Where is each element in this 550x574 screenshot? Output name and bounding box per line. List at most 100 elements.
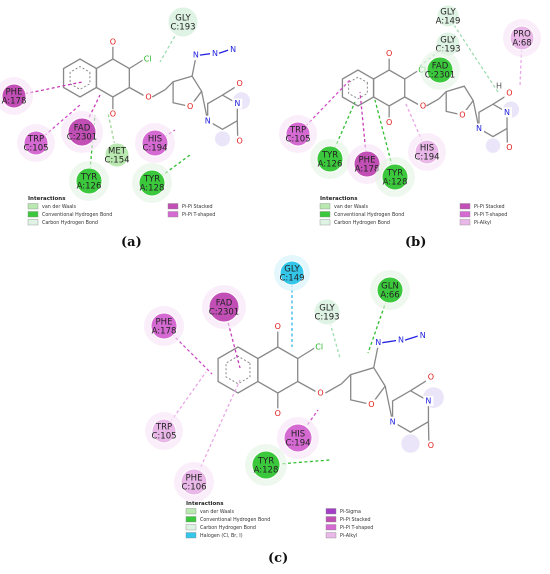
atom-label: Cl — [315, 343, 323, 352]
residue-chain: C:105 — [285, 135, 310, 145]
legend-title: Interactions — [320, 196, 358, 202]
sugar-ring — [351, 368, 386, 405]
residue-chain: A:128 — [383, 178, 408, 188]
ligand-bond — [152, 89, 165, 97]
residue-chain: A:178 — [2, 97, 27, 107]
atom-label: O — [145, 93, 151, 102]
solvent-glow — [486, 138, 500, 152]
legend-swatch-pi_alkyl — [460, 220, 470, 226]
atom-label: O — [386, 49, 392, 58]
ligand-bond — [342, 375, 351, 384]
residue-chain: C:194 — [142, 144, 167, 154]
atom-label: O — [317, 389, 323, 398]
atom-label: O — [428, 441, 434, 450]
residue-chain: A:66 — [380, 291, 399, 301]
legend-swatch-pi_pi_tshaped — [168, 212, 178, 218]
legend-label-halogen: Halogen (Cl, Br, I) — [200, 533, 243, 539]
residue-chain: C:193 — [314, 313, 339, 323]
ligand-bond — [298, 347, 316, 359]
residue-chain: C:194 — [285, 439, 310, 449]
atom-label: O — [237, 136, 243, 145]
legend-swatch-halogen — [186, 533, 196, 539]
atom-label: N — [234, 99, 240, 108]
legend-swatch-pi_pi_tshaped — [460, 212, 470, 218]
legend-swatch-vdw — [320, 204, 330, 210]
residue-chain: A:149 — [436, 17, 461, 27]
aromatic-ring-left — [218, 347, 258, 393]
legend-label-pi_alkyl: Pi-Alkyl — [474, 220, 491, 226]
atom-label: N — [398, 336, 404, 345]
residue-chain: C:106 — [181, 483, 206, 493]
atom-label: O — [110, 110, 116, 119]
atom-label: O — [420, 102, 426, 111]
legend-label-pi_pi_tshaped: Pi-Pi T-shaped — [474, 212, 507, 218]
atom-label: O — [506, 143, 512, 152]
atom-label: Cl — [144, 55, 152, 64]
atom-label: N — [230, 45, 236, 54]
residue-chain: A:128 — [254, 466, 279, 476]
legend-label-pi_pi_stacked: Pi-Pi Stacked — [474, 204, 505, 210]
legend-swatch-pi_alkyl — [326, 533, 336, 539]
residue-chain: A:68 — [512, 39, 531, 49]
atom-label: O — [506, 89, 512, 98]
ligand-bond — [129, 59, 144, 69]
residue-chain: C:105 — [23, 144, 48, 154]
legend-title: Interactions — [28, 196, 66, 202]
atom-label: O — [237, 79, 243, 88]
solvent-glow — [215, 131, 230, 146]
atom-label: N — [193, 51, 199, 60]
legend-swatch-conv_hbond — [28, 212, 38, 218]
legend-label-pi_pi_stacked: Pi-Pi Stacked — [182, 204, 213, 210]
legend-label-vdw: van der Waals — [334, 204, 368, 210]
legend-label-pi_pi_tshaped: Pi-Pi T-shaped — [340, 525, 373, 531]
legend-label-pi_pi_stacked: Pi-Pi Stacked — [340, 517, 371, 523]
residue-chain: A:126 — [318, 160, 343, 170]
legend-label-vdw: van der Waals — [42, 204, 76, 210]
legend-swatch-vdw — [186, 509, 196, 515]
atom-label: N — [375, 338, 381, 347]
legend-swatch-pi_pi_stacked — [460, 204, 470, 210]
legend-label-vdw: van der Waals — [200, 509, 234, 515]
ligand-bond — [166, 82, 174, 90]
legend-swatch-carbon_hbond — [186, 525, 196, 531]
legend-swatch-pi_sigma — [326, 509, 336, 515]
panel-label-b: (b) — [405, 235, 426, 250]
aromatic-ring-left — [342, 70, 373, 106]
legend-label-conv_hbond: Conventional Hydrogen Bond — [200, 517, 270, 523]
atom-label: N — [504, 108, 510, 117]
atom-label: O — [428, 373, 434, 382]
residue-chain: C:154 — [104, 156, 129, 166]
legend-swatch-pi_pi_stacked — [168, 204, 178, 210]
atom-label: N — [425, 397, 431, 406]
legend-title: Interactions — [186, 501, 224, 507]
aromatic-ring-inner — [70, 67, 90, 90]
legend-label-pi_pi_tshaped: Pi-Pi T-shaped — [182, 212, 215, 218]
residue-chain: C:2301 — [209, 308, 239, 318]
solvent-glow — [401, 434, 419, 452]
panel-b: OOClOONNOOHGLYA:149GLYC:193PROA:68FADC:2… — [279, 5, 541, 226]
atom-label: H — [496, 82, 502, 91]
atom-label: O — [275, 322, 281, 331]
legend-swatch-conv_hbond — [186, 517, 196, 523]
